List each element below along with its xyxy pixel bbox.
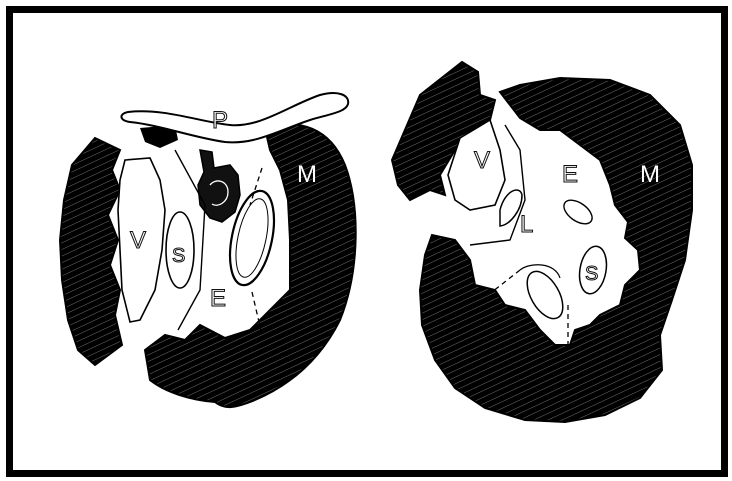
left-muscle-strip bbox=[60, 138, 122, 365]
left-label-e: E bbox=[210, 285, 226, 312]
left-label-v: V bbox=[130, 227, 146, 254]
right-label-l: L bbox=[520, 211, 533, 238]
left-section: P M V S E bbox=[60, 93, 356, 407]
right-lens-l bbox=[500, 190, 522, 226]
left-label-m: M bbox=[297, 161, 317, 188]
right-section: V E M L S bbox=[392, 62, 692, 422]
left-label-p: P bbox=[212, 107, 228, 134]
right-lens-e bbox=[560, 195, 597, 228]
right-label-e: E bbox=[562, 161, 578, 188]
right-label-s: S bbox=[585, 263, 598, 285]
left-label-s: S bbox=[172, 245, 185, 267]
right-label-v: V bbox=[474, 147, 490, 174]
right-label-m: M bbox=[640, 161, 660, 188]
